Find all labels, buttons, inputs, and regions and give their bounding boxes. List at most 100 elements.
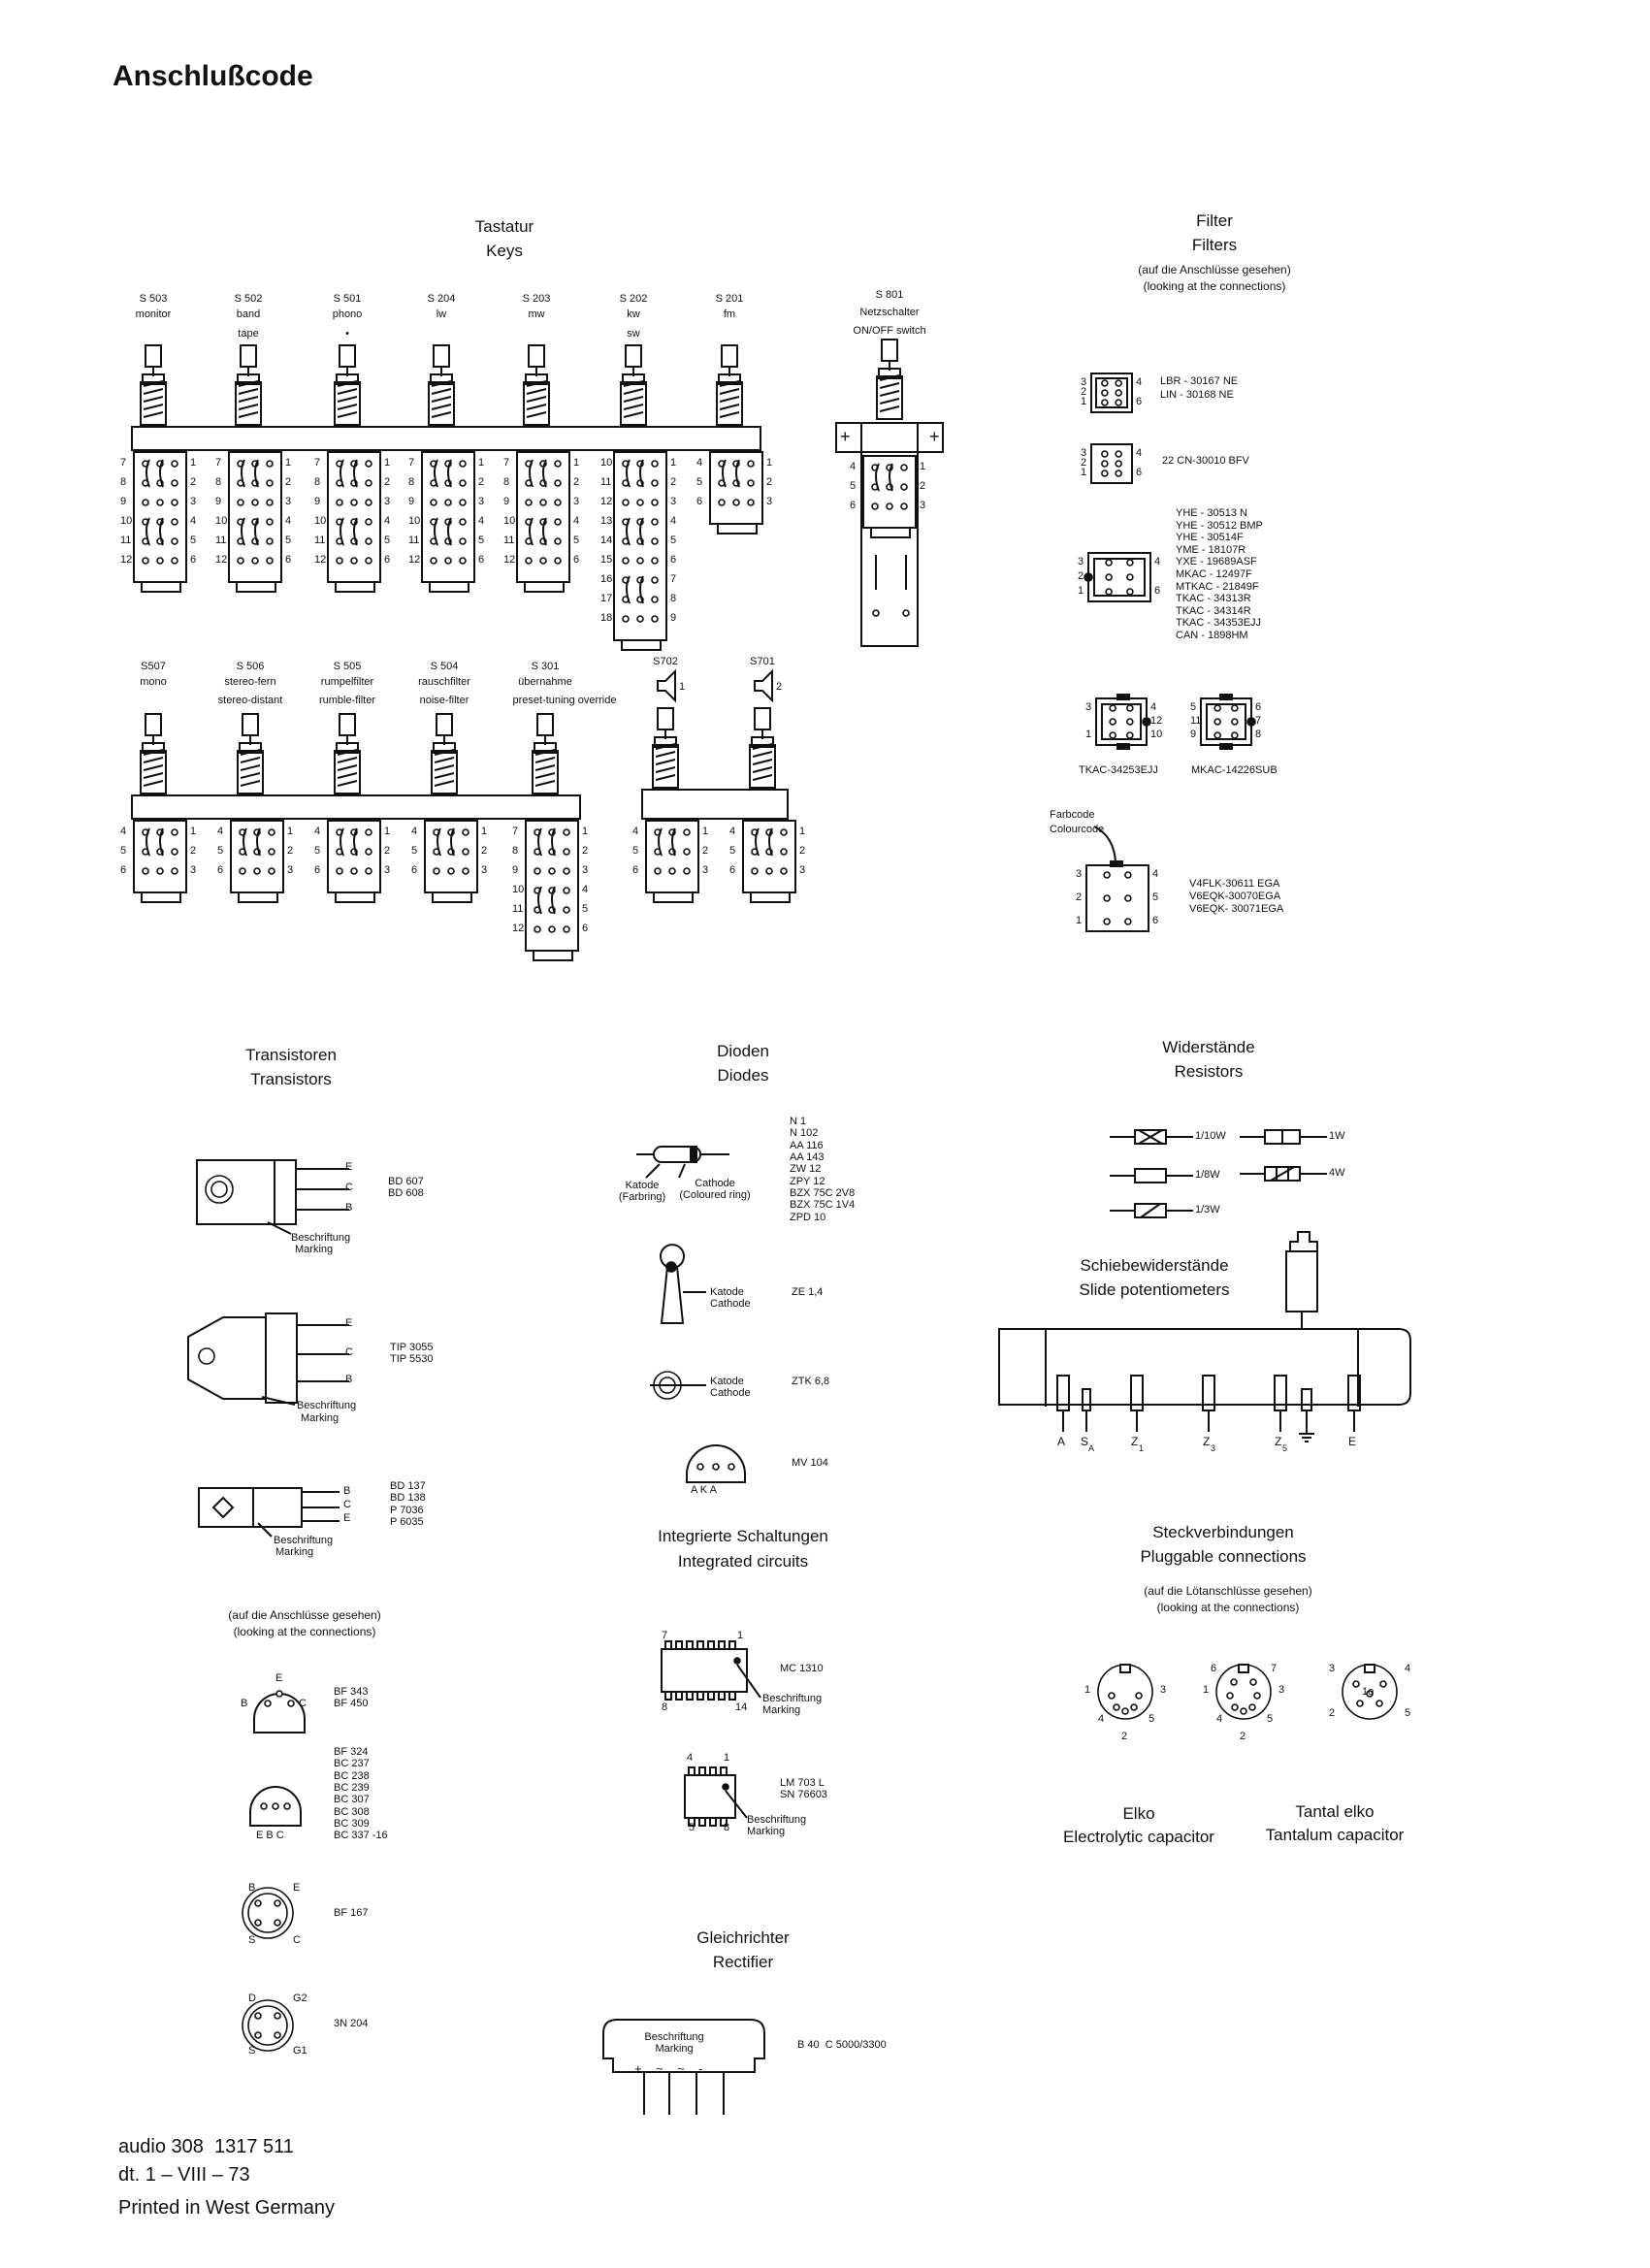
filter-dot bbox=[1105, 559, 1113, 567]
filter-dot bbox=[1126, 573, 1134, 581]
contact-number: 3 bbox=[920, 500, 926, 511]
connectors-heading-en: Pluggable connections bbox=[1140, 1547, 1307, 1566]
key-body bbox=[876, 375, 903, 420]
ic-pin bbox=[664, 1691, 672, 1701]
contact-dot bbox=[539, 499, 547, 506]
contact-dot bbox=[747, 499, 755, 506]
din-pin bbox=[1248, 1703, 1256, 1711]
contact-dot bbox=[651, 615, 659, 623]
contact-dot bbox=[171, 828, 178, 836]
contact-number: 4 bbox=[120, 826, 127, 837]
contact-spring bbox=[639, 575, 644, 604]
connectors-heading: Steckverbindungen bbox=[1152, 1523, 1294, 1541]
contact-dot bbox=[539, 557, 547, 565]
power-switch-contacts bbox=[875, 555, 907, 590]
filter-pin: 12 bbox=[1150, 715, 1163, 727]
contact-dot bbox=[780, 828, 788, 836]
key-spring bbox=[434, 749, 455, 787]
contact-number: 1 bbox=[573, 457, 580, 469]
contact-number: 5 bbox=[632, 845, 639, 857]
contact-number: 5 bbox=[217, 845, 224, 857]
contact-number: 12 bbox=[215, 554, 228, 566]
contact-number: 6 bbox=[478, 554, 485, 566]
contact-dot bbox=[462, 848, 469, 856]
lead-dot bbox=[274, 1899, 281, 1907]
contact-number: 10 bbox=[215, 515, 228, 527]
pin-label: E bbox=[275, 1672, 283, 1684]
ic-pin bbox=[675, 1640, 683, 1650]
marking-label-en: Marking bbox=[301, 1412, 340, 1424]
filter-part: YHE - 30514F bbox=[1176, 532, 1244, 544]
contact-number: 8 bbox=[503, 476, 510, 488]
ic-pin bbox=[709, 1817, 717, 1827]
ic-pin-number: 4 bbox=[687, 1752, 694, 1764]
contact-dot bbox=[266, 537, 274, 545]
key-cap bbox=[339, 344, 356, 368]
contact-number: 5 bbox=[190, 535, 197, 546]
contact-number: 3 bbox=[287, 864, 294, 876]
contact-foot bbox=[621, 639, 662, 651]
contact-foot bbox=[238, 891, 278, 903]
contact-dot bbox=[636, 557, 644, 565]
power-switch-frame-center bbox=[860, 422, 919, 453]
pin-label: E bbox=[345, 1161, 353, 1173]
contact-number: 2 bbox=[481, 845, 488, 857]
pin-label: E bbox=[293, 1882, 301, 1894]
contact-dot bbox=[239, 867, 246, 875]
contact-spring bbox=[254, 459, 259, 488]
marking-leader bbox=[267, 1221, 292, 1235]
contact-dot bbox=[900, 502, 908, 510]
key-label-de: kw bbox=[627, 308, 640, 320]
filter-part: TKAC-34253EJJ bbox=[1079, 764, 1158, 776]
contact-number: 18 bbox=[600, 612, 613, 624]
key-body bbox=[749, 744, 776, 789]
key-spring bbox=[143, 749, 164, 787]
filter-part: YHE - 30513 N bbox=[1176, 507, 1247, 519]
filter-marker bbox=[1116, 743, 1130, 750]
contact-number: 1 bbox=[920, 461, 926, 472]
contact-spring bbox=[551, 886, 556, 915]
contact-number: 4 bbox=[696, 457, 703, 469]
key-cap bbox=[528, 344, 545, 368]
diode-ze-dot bbox=[665, 1261, 677, 1273]
filter-pin: 9 bbox=[1190, 729, 1197, 740]
pin-label: C bbox=[299, 1698, 307, 1709]
contact-spring bbox=[340, 517, 344, 546]
contact-spring bbox=[434, 459, 438, 488]
contact-number: 13 bbox=[600, 515, 613, 527]
marking-leader bbox=[725, 1790, 748, 1819]
key-spring bbox=[431, 380, 452, 418]
pin-label: D bbox=[248, 1993, 256, 2004]
transistors-note-en: (looking at the connections) bbox=[233, 1625, 376, 1638]
ic-pin bbox=[688, 1817, 696, 1827]
contact-number: 10 bbox=[408, 515, 421, 527]
contact-number: 7 bbox=[120, 457, 127, 469]
din-pin bbox=[1230, 1678, 1238, 1686]
marking-label: Beschriftung bbox=[274, 1535, 334, 1546]
contact-dot bbox=[444, 557, 452, 565]
contact-dot bbox=[732, 499, 740, 506]
contact-dot bbox=[554, 499, 562, 506]
speaker-switch-id: S701 bbox=[750, 656, 775, 667]
slide-pot-body bbox=[998, 1328, 1411, 1406]
key-cap bbox=[657, 707, 674, 730]
keys-heading-en: Keys bbox=[486, 242, 523, 260]
contact-number: 8 bbox=[215, 476, 222, 488]
contact-spring bbox=[658, 827, 663, 857]
pin-label: B bbox=[248, 1882, 256, 1894]
din-pin bbox=[1352, 1680, 1360, 1688]
key-spring bbox=[623, 380, 644, 418]
contact-number: 1 bbox=[582, 826, 589, 837]
slide-pot-pin-label: S bbox=[1081, 1435, 1089, 1448]
contact-dot bbox=[636, 499, 644, 506]
lead-dot bbox=[287, 1700, 295, 1707]
diode-leader bbox=[645, 1163, 661, 1179]
contact-spring bbox=[434, 517, 438, 546]
contact-number: 5 bbox=[696, 476, 703, 488]
din-pin-label: 3 bbox=[1329, 1663, 1336, 1674]
din-pin-label: 1o bbox=[1362, 1686, 1375, 1698]
key-label-id: S 201 bbox=[715, 293, 744, 305]
contact-number: 5 bbox=[478, 535, 485, 546]
key-label-id: S 204 bbox=[427, 293, 456, 305]
contact-number: 1 bbox=[799, 826, 806, 837]
